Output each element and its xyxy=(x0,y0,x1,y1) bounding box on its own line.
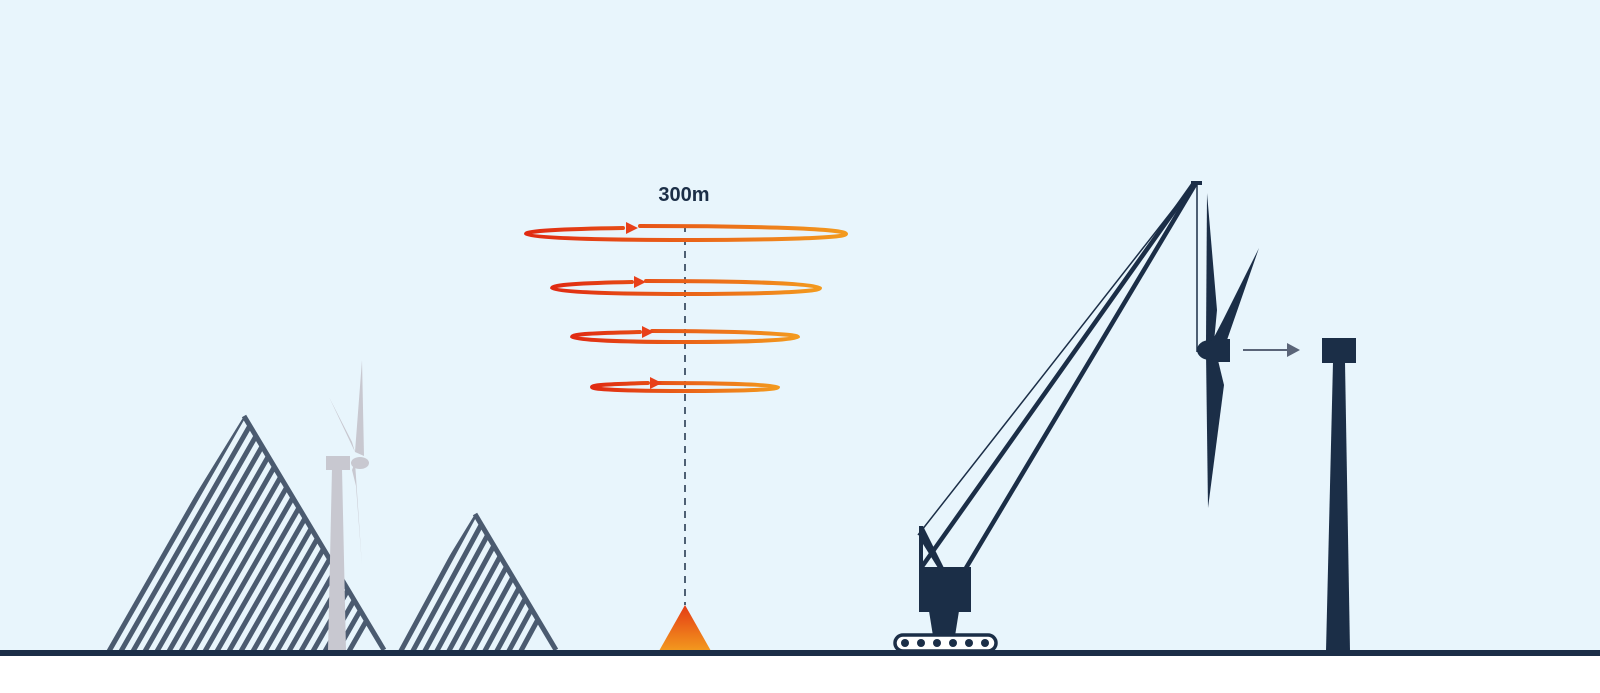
hill-edge-line xyxy=(472,512,559,652)
vortex-ring xyxy=(523,224,849,243)
wind-turbine-icon xyxy=(326,360,369,651)
vortex-rings-icon xyxy=(523,224,849,394)
crane-mast xyxy=(919,526,944,568)
ground-area xyxy=(0,651,1600,693)
vortex-arrowheads xyxy=(626,222,662,389)
track-wheels xyxy=(901,639,989,647)
crane-boom xyxy=(964,181,1198,570)
crane-cab xyxy=(919,567,971,612)
direction-arrow-icon xyxy=(1243,343,1300,357)
turbine-tower-icon xyxy=(1322,338,1356,651)
flame-source-icon xyxy=(659,605,711,651)
boom-tip xyxy=(1191,181,1202,185)
sky-background xyxy=(0,0,1600,651)
crane-boom xyxy=(919,181,1196,570)
turbine-rotor-icon xyxy=(1197,193,1259,508)
crawler-track xyxy=(893,633,998,653)
crawler-crane-icon xyxy=(893,181,1202,653)
ground-line xyxy=(0,650,1600,656)
crane-base xyxy=(929,611,959,636)
hill-edge-line xyxy=(241,414,387,652)
vortex-ring xyxy=(549,279,823,297)
crane-cable xyxy=(917,182,1195,536)
vortex-ring xyxy=(569,329,801,345)
height-label: 300m xyxy=(658,184,709,206)
vortex-ring xyxy=(589,381,781,394)
